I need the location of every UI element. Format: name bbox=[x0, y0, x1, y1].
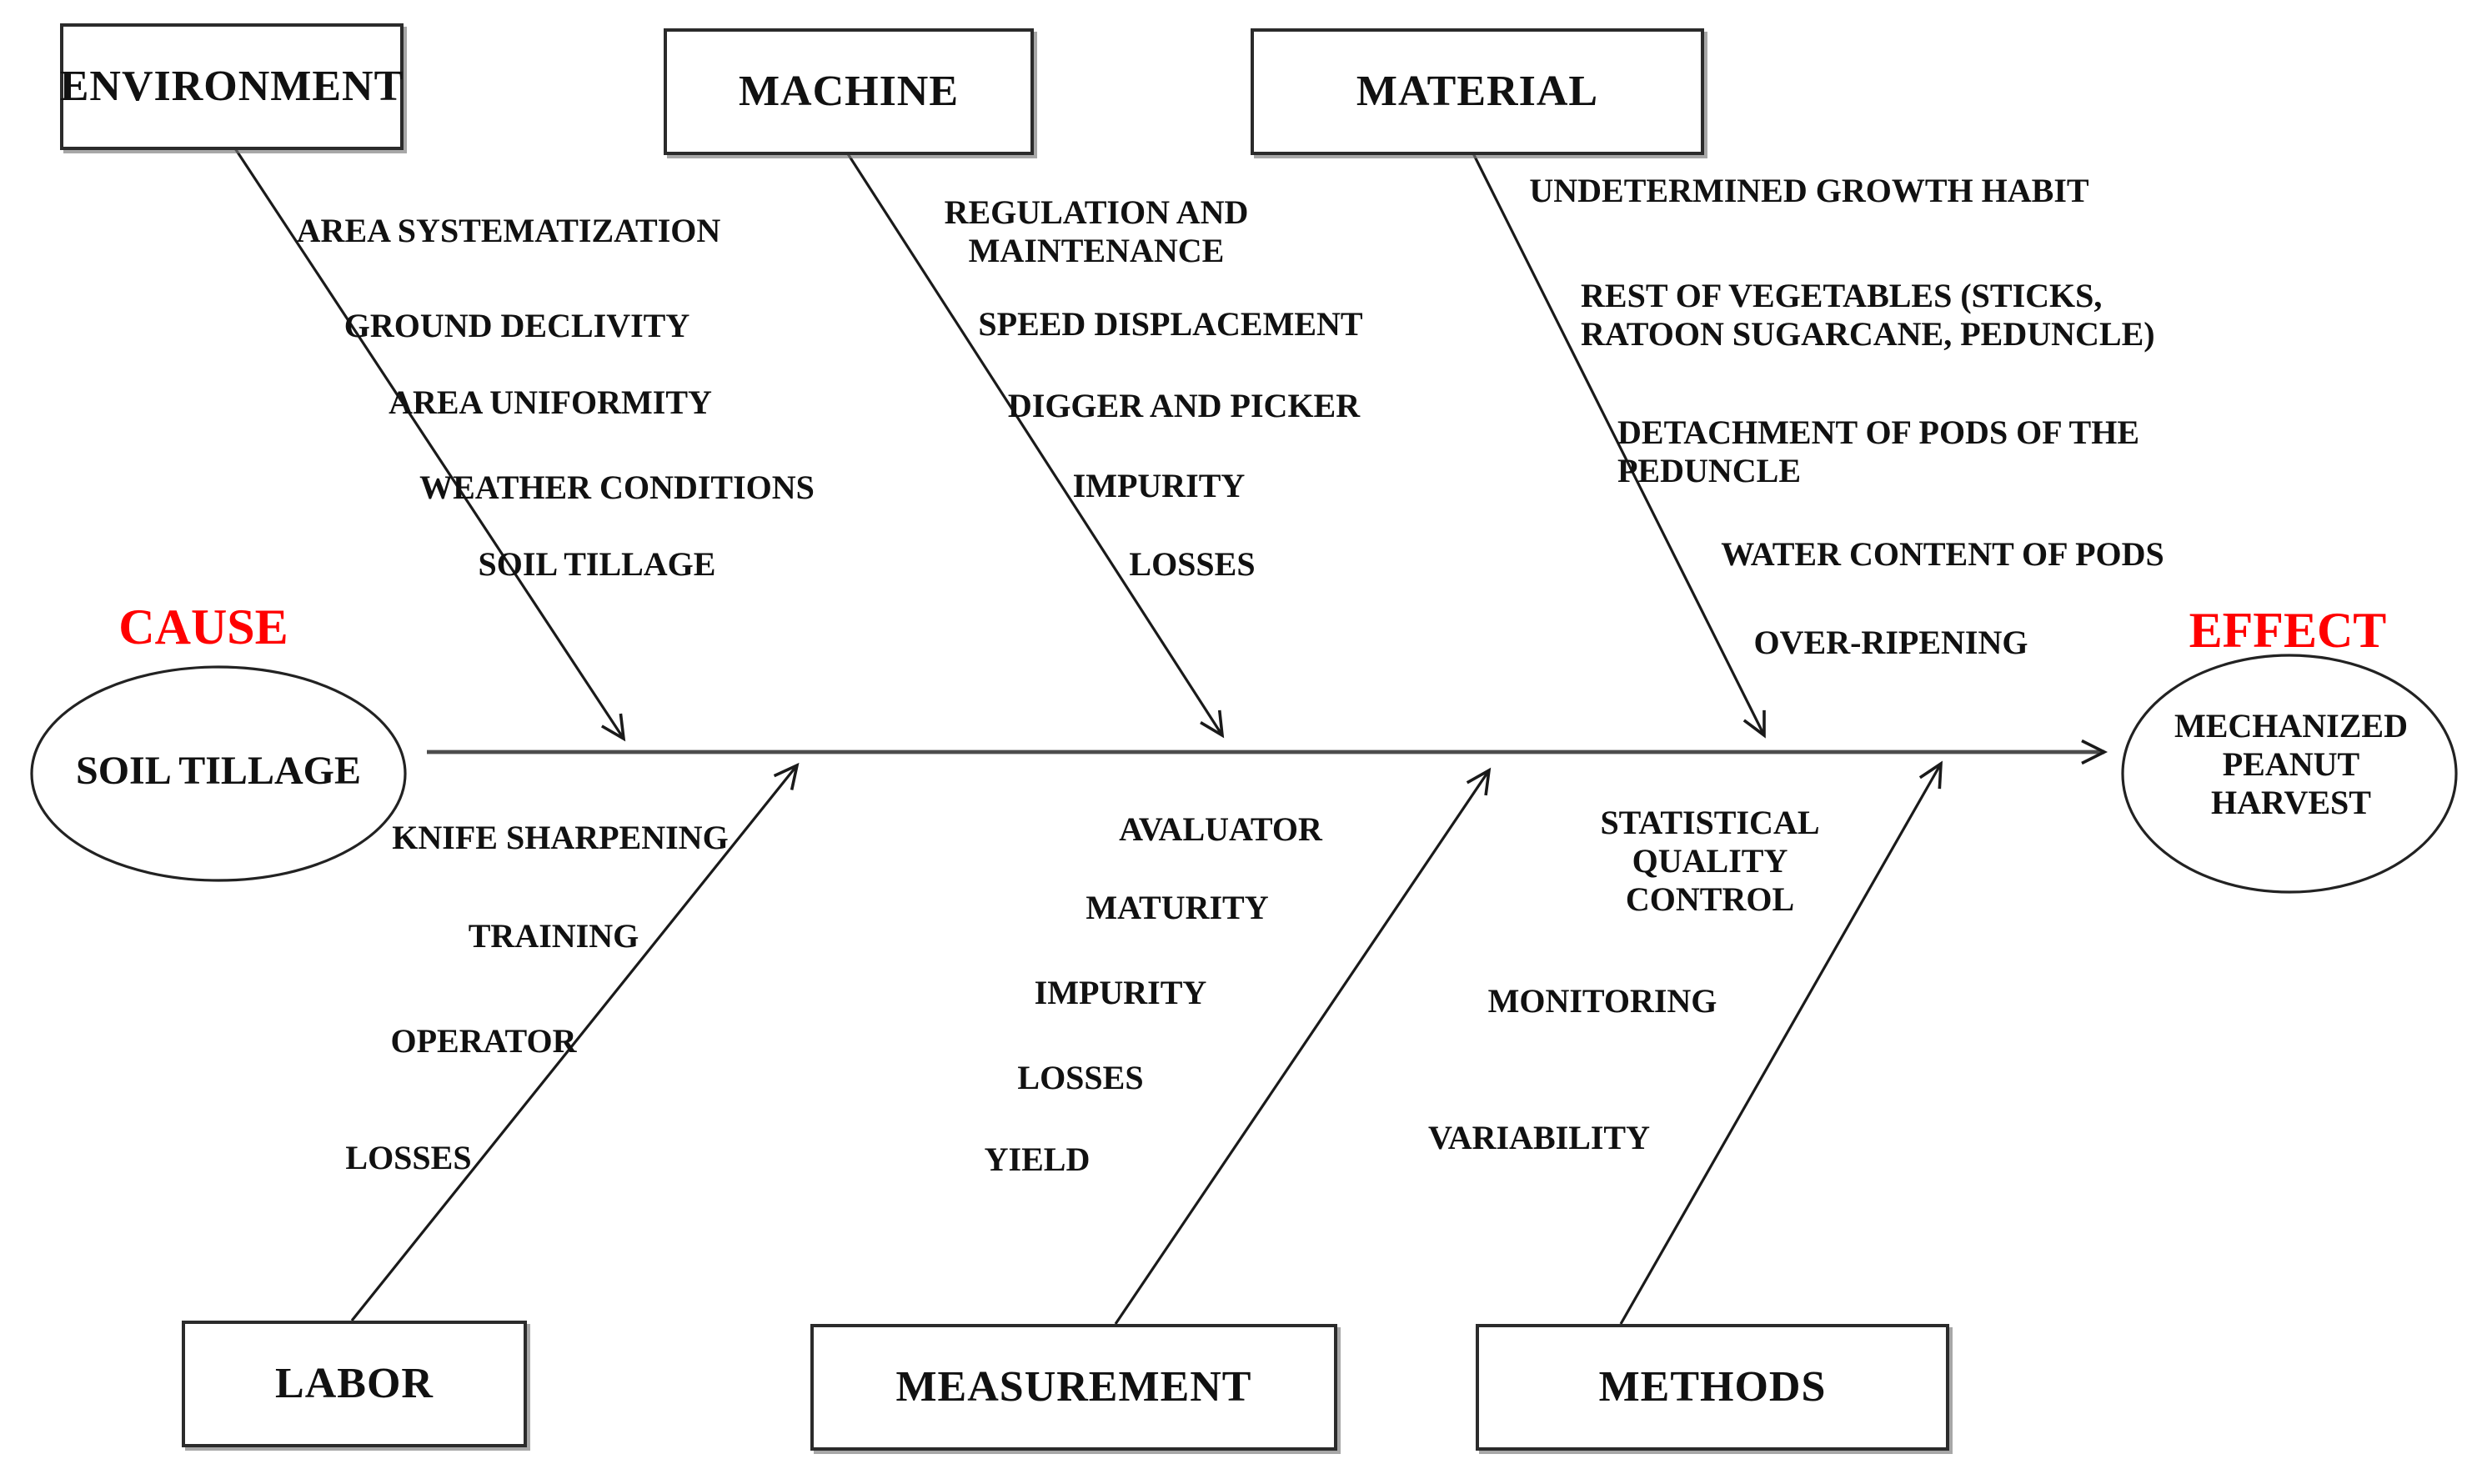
cause-item-labor: LOSSES bbox=[345, 1141, 472, 1177]
branch-line-material bbox=[1469, 148, 1766, 739]
category-box-label: METHODS bbox=[1598, 1362, 1827, 1411]
cause-item-environment: AREA UNIFORMITY bbox=[389, 385, 712, 422]
cause-item-machine: REGULATION AND MAINTENANCE bbox=[944, 195, 1249, 270]
category-box-label: MACHINE bbox=[738, 67, 960, 115]
category-box-label: LABOR bbox=[275, 1359, 434, 1407]
cause-item-material: REST OF VEGETABLES (STICKS, RATOON SUGAR… bbox=[1581, 278, 2155, 353]
cause-item-measurement: AVALUATOR bbox=[1119, 812, 1322, 849]
category-box-label: MATERIAL bbox=[1356, 67, 1599, 115]
cause-item-material: DETACHMENT OF PODS OF THE PEDUNCLE bbox=[1617, 415, 2139, 490]
category-box-environment: ENVIRONMENT bbox=[60, 23, 404, 150]
cause-item-labor: KNIFE SHARPENING bbox=[392, 820, 729, 857]
cause-item-labor: TRAINING bbox=[468, 919, 639, 955]
category-box-measurement: MEASUREMENT bbox=[810, 1324, 1337, 1451]
cause-item-methods: STATISTICAL QUALITY CONTROL bbox=[1600, 805, 1820, 919]
cause-item-measurement: IMPURITY bbox=[1034, 975, 1207, 1012]
cause-item-methods: VARIABILITY bbox=[1427, 1121, 1651, 1157]
cause-item-measurement: LOSSES bbox=[1017, 1060, 1144, 1097]
category-box-material: MATERIAL bbox=[1251, 28, 1704, 155]
category-box-label: ENVIRONMENT bbox=[59, 62, 404, 110]
cause-item-environment: GROUND DECLIVITY bbox=[343, 308, 690, 345]
cause-item-labor: OPERATOR bbox=[390, 1024, 577, 1060]
cause-item-material: UNDETERMINED GROWTH HABIT bbox=[1529, 173, 2089, 210]
cause-item-environment: WEATHER CONDITIONS bbox=[419, 470, 815, 507]
category-box-machine: MACHINE bbox=[664, 28, 1034, 155]
cause-item-measurement: MATURITY bbox=[1086, 890, 1269, 927]
cause-item-machine: DIGGER AND PICKER bbox=[1007, 389, 1361, 425]
category-box-methods: METHODS bbox=[1476, 1324, 1949, 1451]
cause-node-text: SOIL TILLAGE bbox=[76, 750, 361, 794]
branch-line-measurement bbox=[1114, 767, 1492, 1325]
cause-item-machine: LOSSES bbox=[1129, 547, 1256, 584]
cause-item-environment: SOIL TILLAGE bbox=[478, 547, 716, 584]
effect-heading: EFFECT bbox=[2189, 604, 2387, 659]
cause-item-environment: AREA SYSTEMATIZATION bbox=[296, 213, 721, 250]
cause-heading: CAUSE bbox=[118, 600, 288, 655]
category-box-label: MEASUREMENT bbox=[895, 1362, 1252, 1411]
cause-item-material: OVER-RIPENING bbox=[1753, 625, 2028, 662]
cause-ellipse bbox=[30, 665, 407, 882]
branch-line-environment bbox=[230, 143, 626, 742]
branch-line-machine bbox=[844, 149, 1225, 739]
cause-item-material: WATER CONTENT OF PODS bbox=[1721, 537, 2164, 574]
effect-node-text: MECHANIZED PEANUT HARVEST bbox=[2174, 709, 2408, 822]
cause-item-machine: IMPURITY bbox=[1072, 469, 1246, 505]
cause-item-methods: MONITORING bbox=[1487, 984, 1717, 1020]
cause-item-measurement: YIELD bbox=[984, 1142, 1091, 1179]
category-box-labor: LABOR bbox=[182, 1321, 527, 1447]
effect-ellipse bbox=[2121, 654, 2458, 894]
cause-item-machine: SPEED DISPLACEMENT bbox=[978, 307, 1363, 343]
branch-line-labor bbox=[350, 762, 800, 1322]
branch-line-methods bbox=[1619, 760, 1943, 1325]
